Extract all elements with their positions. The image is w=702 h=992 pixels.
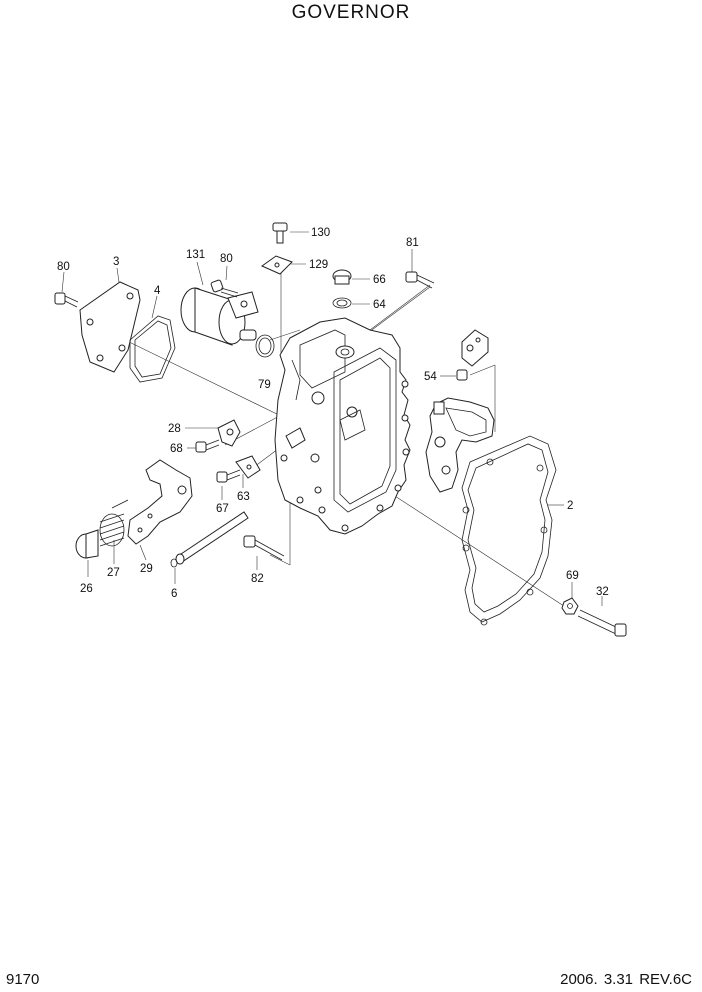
part-81-bolt	[405, 271, 435, 289]
part-67-bolt	[216, 469, 241, 483]
governor-lever-assembly	[425, 397, 495, 493]
label-27: 27	[107, 567, 120, 579]
part-130-bolt	[272, 222, 288, 244]
governor-housing	[274, 317, 411, 535]
revision-date: 2006. 3.31 REV.6C	[560, 971, 692, 988]
label-67: 67	[216, 503, 229, 515]
page-title: GOVERNOR	[291, 2, 411, 23]
label-66: 66	[373, 274, 386, 286]
part-66-plug	[332, 269, 352, 285]
part-68-bolt	[195, 439, 220, 453]
label-131: 131	[186, 249, 205, 261]
label-6: 6	[171, 588, 177, 600]
label-4: 4	[154, 285, 161, 297]
label-130: 130	[311, 227, 330, 239]
oring-solenoid	[255, 334, 275, 358]
part-80-bolt-upper	[210, 279, 239, 298]
part-64-washer	[332, 297, 352, 309]
label-80-upper: 80	[220, 253, 233, 265]
label-2: 2	[567, 500, 573, 512]
label-69: 69	[566, 570, 579, 582]
part-131-solenoid	[180, 287, 259, 346]
link-bracket	[461, 329, 489, 367]
part-4-gasket	[129, 315, 176, 383]
part-69-nut	[561, 597, 579, 615]
page-number: 9170	[6, 971, 40, 988]
label-54: 54	[424, 371, 437, 383]
part-3-cover	[79, 281, 141, 373]
label-29: 29	[140, 563, 153, 575]
part-27-spring	[99, 499, 129, 547]
part-82-bolt	[243, 535, 285, 561]
label-79: 79	[258, 379, 271, 391]
part-54-bolt	[456, 369, 468, 381]
part-28-clip	[217, 419, 241, 447]
part-26-cap	[75, 529, 99, 559]
part-32-bolt	[577, 609, 627, 637]
part-80-bolt-left	[54, 292, 79, 308]
label-3: 3	[113, 256, 119, 268]
label-63: 63	[237, 491, 250, 503]
label-28: 28	[168, 423, 181, 435]
label-129: 129	[309, 259, 328, 271]
part-129-plate	[260, 255, 293, 275]
part-63-plate	[235, 455, 261, 479]
label-32: 32	[596, 586, 609, 598]
label-81: 81	[406, 237, 419, 249]
part-labels: 130 129 131 80 80 3 4 66 64 81 79 54 28 …	[57, 227, 609, 600]
part-29-lever	[127, 459, 193, 545]
part-6-shaft	[170, 511, 249, 568]
part-2-gasket	[461, 435, 557, 626]
label-80-left: 80	[57, 261, 70, 273]
label-82: 82	[251, 573, 264, 585]
label-68: 68	[170, 443, 183, 455]
label-26: 26	[80, 583, 93, 595]
label-64: 64	[373, 299, 386, 311]
